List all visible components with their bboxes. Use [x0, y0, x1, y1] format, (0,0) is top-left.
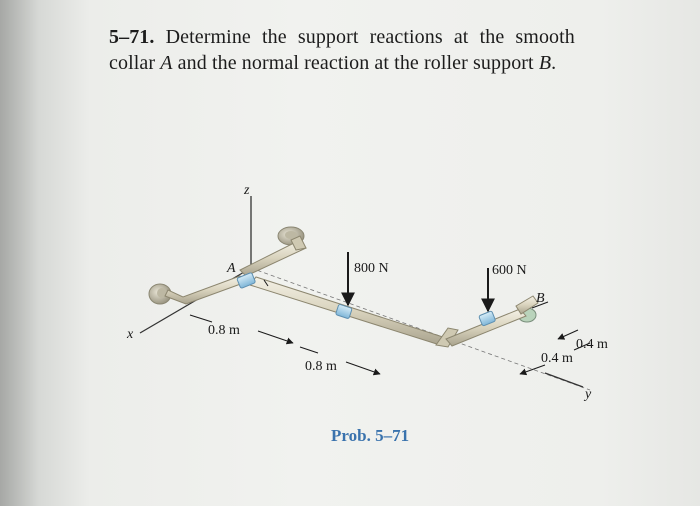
dim-4-arrow — [519, 364, 546, 376]
collar-mid — [335, 304, 353, 319]
y-axis-line — [544, 372, 584, 388]
problem-statement: 5–71. Determine the support reactions at… — [109, 24, 669, 76]
dim-tick-a — [263, 279, 269, 287]
dim-b-ext — [531, 301, 549, 309]
problem-line-2: collar A and the normal reaction at the … — [109, 50, 669, 76]
collar-right — [478, 310, 496, 327]
problem-text-line-2c: . — [551, 52, 557, 74]
axis-z-label: z — [243, 183, 250, 198]
force-600-label: 600 N — [492, 263, 527, 278]
dim-4-leader — [573, 342, 591, 351]
collar-group — [236, 272, 496, 327]
y-axis-hidden — [250, 267, 591, 391]
dim-1-ext-left — [189, 314, 213, 323]
collar-a-ref: A — [160, 52, 173, 74]
dim-1-arrow — [257, 330, 294, 345]
axis-x-label: x — [126, 327, 134, 342]
dimensions-group — [189, 279, 591, 376]
dim-1-label: 0.8 m — [208, 323, 240, 338]
point-b-label: B — [536, 291, 545, 306]
labels-group: x z y A B 800 N 600 N 0.8 m 0.8 m 0.4 m … — [126, 183, 608, 445]
pipe-elbow-rear — [290, 235, 307, 251]
dim-2-label: 0.8 m — [305, 359, 337, 374]
problem-line-1: 5–71. Determine the support reactions at… — [109, 24, 669, 50]
figure-caption: Prob. 5–71 — [331, 426, 409, 445]
dim-4-label: 0.4 m — [541, 351, 573, 366]
support-base-left-hole — [157, 288, 167, 298]
pipe-end-b — [515, 295, 539, 315]
collar-a — [236, 272, 256, 289]
pipe-segment-x-rod — [164, 275, 247, 305]
dim-2-ext — [299, 346, 319, 354]
roller-b-ref: B — [538, 52, 552, 74]
problem-number: 5–71. — [109, 26, 155, 48]
axis-y-label: y — [583, 387, 592, 402]
forces-group — [341, 252, 495, 313]
dim-3-arrow — [557, 329, 579, 340]
page-binding-shadow — [0, 0, 38, 506]
force-800-label: 800 N — [354, 261, 389, 276]
support-base-rear-hole — [285, 231, 297, 239]
dim-3-label: 0.4 m — [576, 337, 608, 352]
point-a-label: A — [226, 261, 236, 276]
dim-2-arrow — [345, 361, 381, 376]
problem-text-line-2b: and the normal reaction at the roller su… — [172, 52, 539, 74]
pipe-elbow-front — [435, 327, 459, 348]
problem-text-line-1: Determine the support reactions at the s… — [165, 26, 575, 48]
problem-text-line-2a: collar — [109, 52, 161, 74]
